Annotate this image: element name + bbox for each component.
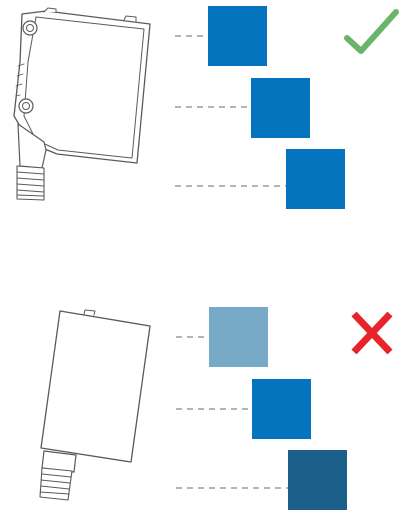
bottom-panel-target-2: [252, 379, 311, 439]
bottom-panel: [176, 307, 347, 510]
top-panel-target-1: [208, 6, 267, 66]
check-icon: [344, 9, 399, 54]
verdict-layer: [344, 9, 399, 355]
top-panel-target-3: [286, 149, 345, 209]
cross-icon: [351, 311, 393, 355]
bottom-sensor-drawing: [39, 309, 151, 501]
bottom-panel-target-3: [288, 450, 347, 510]
top-panel: [175, 6, 345, 209]
top-panel-target-2: [251, 78, 310, 138]
targets-layer: [175, 6, 347, 510]
bottom-panel-target-1: [209, 307, 268, 367]
top-sensor-drawing: [13, 7, 151, 201]
